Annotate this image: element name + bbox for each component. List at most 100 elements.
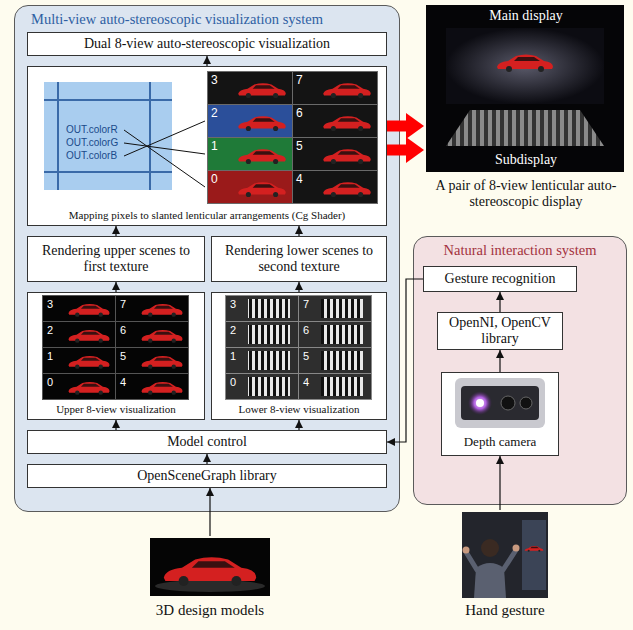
lower-view-figure-part [299,374,371,399]
node-text: OpenSceneGraph library [137,468,277,484]
upper-view-figure-part [141,304,182,317]
text-slot: 3D design models [144,602,276,619]
pixel-mapping-figure-part [208,171,292,203]
view-number: 3 [230,298,236,311]
upper-view-figure-part [42,295,189,400]
pixel-mapping-figure-part [44,82,172,190]
node-text: A pair of 8-view lenticular auto-stereos… [428,178,624,210]
upper-view-figure-part [43,348,115,373]
view-number: 5 [303,350,309,363]
upper-view-figure-part [68,382,109,395]
text-slot: Rendering lower scenes to second texture [212,237,386,281]
view-number: 6 [120,324,126,337]
text-slot: Natural interaction system [420,242,620,259]
text-slot: Model control [28,431,386,453]
flow-arrow [115,282,116,292]
pixel-mapping-figure-part [238,116,286,131]
flow-arrow [499,350,500,372]
text-slot: Main display [428,8,624,24]
car-model-picture [150,538,270,596]
lower-view-figure-part [321,377,363,396]
node-text: Rendering lower scenes to second texture [217,243,381,275]
upper-view-figure-part [116,322,188,347]
label-slot: 4 [120,376,126,389]
output-arrow [387,145,424,156]
node-text: Upper 8-view visualization [32,403,200,416]
car-model-picture-part [150,538,270,596]
view-number: 2 [211,107,218,121]
node-text: 3D design models [144,602,276,619]
display-photo [426,5,624,172]
flow-arrow [206,56,207,66]
text-slot: Upper 8-view visualization [32,403,200,416]
depth-camera-photo-part [476,399,484,407]
text-slot: Dual 8-view auto-stereoscopic visualizat… [28,33,386,55]
label-slot: 2 [230,324,236,337]
node-text: Lower 8-view visualization [216,403,382,416]
node-text: Depth camera [446,435,554,450]
view-number: 0 [230,376,236,389]
display-photo-part [426,5,624,172]
label-slot: OUT.colorR [66,124,118,136]
upper-view-figure-part [141,356,182,369]
pixel-mapping-figure-part [323,149,371,164]
label-slot: 3 [211,74,218,88]
flow-arrow [115,226,116,236]
node-text: Rendering upper scenes to first texture [33,243,199,275]
label-slot: 7 [120,298,126,311]
label-slot: 0 [47,376,53,389]
text-slot: Rendering upper scenes to first texture [28,237,204,281]
node-text: Multi-view auto-stereoscopic visualizati… [31,11,391,28]
hand-gesture-photo-part [462,512,548,598]
lower-view-figure-part [225,295,372,400]
hand-gesture-photo-part [525,546,544,552]
view-number: 0 [211,173,218,187]
pixel-mapping-figure-part [238,83,286,98]
pixel-mapping-figure-part [293,138,377,170]
label-slot: 1 [230,350,236,363]
view-number: 3 [211,74,218,88]
pixel-mapping-figure-part [208,105,292,137]
flow-arrow [298,226,299,236]
node-text: Gesture recognition [445,271,556,287]
lower-view-figure-part [299,322,371,347]
upper-view-figure-part [68,356,109,369]
label-slot: 2 [47,324,53,337]
upper-view-figure-part [43,296,115,321]
hand-gesture-photo [462,512,548,598]
depth-camera-photo-part [520,397,532,409]
depth-camera-photo-part [501,396,515,410]
label-slot: 3 [47,298,53,311]
node-text: Dual 8-view auto-stereoscopic visualizat… [84,36,330,52]
node-text: OpenNI, OpenCV library [443,315,557,347]
pixel-mapping-figure-part [293,72,377,104]
hand-gesture-photo-part [463,547,470,554]
label-slot: 7 [303,298,309,311]
label-slot: 1 [211,140,218,154]
system-panel: Gesture recognitionOpenNI, OpenCV librar… [413,236,627,505]
node-text: Hand gesture [444,602,566,619]
flow-arrow [499,292,500,312]
view-number: 1 [47,350,53,363]
pixel-mapping-figure-part [238,182,286,197]
lower-view-figure [225,295,372,400]
label-slot: 0 [211,173,218,187]
label-slot: 4 [296,173,303,187]
view-number: 6 [303,324,309,337]
lower-view-figure-part [321,299,363,318]
depth-camera-photo [455,378,545,428]
lower-view-figure-part [248,351,290,370]
lower-view-figure-part [248,377,290,396]
view-number: 5 [120,350,126,363]
upper-view-figure-part [43,322,115,347]
view-number: 2 [47,324,53,337]
flow-arrow [206,454,207,464]
hand-gesture-photo-part [522,520,546,590]
flow-arrow [499,456,500,510]
text-slot: Mapping pixels to slanted lenticular arr… [32,209,382,222]
text-slot: OpenNI, OpenCV library [438,313,562,349]
display-photo-part [446,110,604,146]
lower-view-figure-part [226,374,298,399]
label-slot: 6 [296,107,303,121]
